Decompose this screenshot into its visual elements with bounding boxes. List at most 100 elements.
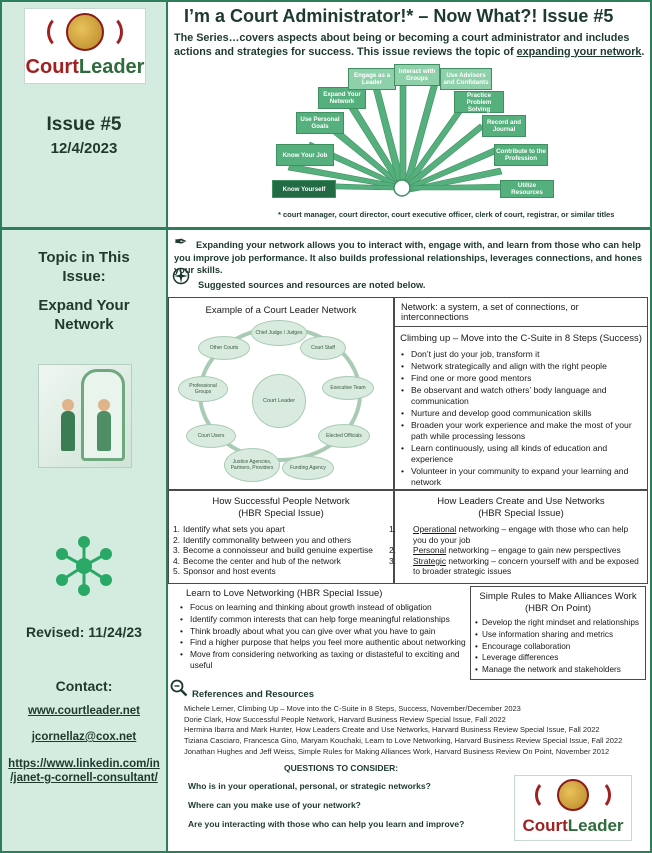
successful-title-1: How Successful People Network: [212, 496, 350, 507]
climbing-box: Network: a system, a set of connections,…: [394, 297, 648, 490]
intro-text: The Series…covers aspects about being or…: [174, 32, 630, 58]
list-item: 3.Strategic networking – concern yoursel…: [389, 555, 639, 577]
list-item: 4.Become the center and hub of the netwo…: [173, 555, 341, 566]
references-list: Michele Lerner, Climbing Up – Move into …: [184, 704, 652, 758]
network-node-funding: Funding Agency: [282, 456, 334, 480]
reference-item: Dorie Clark, How Successful People Netwo…: [184, 714, 506, 724]
reference-item: Jonathan Hughes and Jeff Weiss, Simple R…: [184, 746, 610, 756]
logo-arc-left: [47, 15, 77, 49]
alliances-list: Develop the right mindset and relationsh…: [471, 618, 645, 676]
compass-icon: [172, 267, 190, 285]
title-footnote: * court manager, court director, court e…: [278, 210, 615, 219]
successful-title-2: (HBR Special Issue): [238, 508, 324, 519]
list-item: Use information sharing and metrics: [475, 630, 641, 641]
climbing-list: Don’t just do your job, transform it Net…: [395, 349, 647, 488]
reference-item: Hermina Ibarra and Mark Hunter, How Lead…: [184, 725, 600, 735]
reference-item: Tiziana Casciaro, Francesca Gino, Maryam…: [184, 736, 623, 746]
list-item: Leverage differences: [475, 653, 641, 664]
logo-text: CourtLeader: [515, 816, 631, 836]
hub-advisors: Use Advisors and Confidants: [440, 68, 492, 90]
list-item: Think broadly about what you can give ov…: [180, 626, 466, 637]
list-item: Volunteer in your community to expand yo…: [401, 466, 641, 488]
hub-personal-goals: Use Personal Goals: [296, 112, 344, 134]
pen-icon: ✒: [174, 234, 188, 251]
sidebar-top: CourtLeader Issue #5 12/4/2023: [2, 2, 166, 230]
network-node-elected: Elected Officials: [318, 424, 370, 448]
linkedin-link-line-2[interactable]: /janet-g-cornell-consultant/: [10, 772, 158, 784]
questions-heading: QUESTIONS TO CONSIDER:: [284, 763, 399, 773]
list-item: Broaden your work experience and make th…: [401, 420, 641, 442]
logo-text-court: Court: [25, 56, 79, 78]
question-item: Who is in your operational, personal, or…: [188, 781, 431, 791]
logo-arc-right: [585, 780, 611, 810]
love-title: Learn to Love Networking (HBR Special Is…: [186, 588, 383, 599]
list-item: 5.Sponsor and host events: [173, 566, 276, 577]
gavel-logo-icon: [557, 779, 589, 811]
logo-text-leader: Leader: [78, 56, 145, 78]
hub-know-your-job: Know Your Job: [276, 144, 334, 166]
network-node-professional: Professional Groups: [178, 376, 228, 402]
love-list: Focus on learning and thinking about gro…: [170, 602, 466, 671]
reflection-figure: [97, 399, 111, 451]
topic-heading-line-1: Topic in This: [38, 249, 130, 266]
topic-heading-line-2: Issue:: [62, 268, 106, 285]
network-node-center: Court Leader: [252, 374, 306, 428]
hub-record-journal: Record and Journal: [482, 115, 526, 137]
list-item: Find one or more good mentors: [401, 373, 641, 384]
list-item: Move from considering networking as taxi…: [180, 649, 466, 671]
hub-know-yourself: Know Yourself: [272, 180, 336, 198]
logo-arc-right: [93, 15, 123, 49]
network-node-other-courts: Other Courts: [198, 336, 250, 360]
climbing-title: Climbing up – Move into the C-Suite in 8…: [400, 333, 642, 344]
list-item: Don’t just do your job, transform it: [401, 349, 641, 360]
hub-utilize-resources: Utilize Resources: [500, 180, 554, 198]
leaders-list: 1.Operational networking – engage with t…: [389, 524, 647, 577]
question-item: Where can you make use of your network?: [188, 800, 361, 810]
list-item: Find a higher purpose that helps you fee…: [180, 637, 466, 648]
topic-heading: Topic in This Issue:: [2, 248, 166, 286]
list-item: Focus on learning and thinking about gro…: [180, 602, 466, 613]
hub-problem-solving: Practice Problem Solving: [454, 91, 504, 113]
topic-name: Expand Your Network: [2, 296, 166, 334]
logo-text: CourtLeader: [25, 56, 145, 79]
issue-number: Issue #5: [46, 114, 122, 135]
topic-name-line-1: Expand Your: [38, 297, 130, 314]
logo-arc-left: [535, 780, 561, 810]
list-item: Encourage collaboration: [475, 642, 641, 653]
list-item: 1.Identify what sets you apart: [173, 524, 285, 534]
suggested-sources-note: Suggested sources and resources are note…: [198, 280, 426, 290]
ribbon-center-icon: [393, 179, 411, 197]
network-icon: [56, 536, 112, 596]
network-node-justice: Justice Agencies, Partners, Providers: [224, 448, 280, 482]
successful-list: 1.Identify what sets you apart 2.Identif…: [169, 524, 393, 577]
list-item: 1.Operational networking – engage with t…: [389, 524, 629, 545]
network-node-staff: Court Staff: [300, 336, 346, 360]
hub-interact-groups: Interact with Groups: [394, 64, 440, 86]
contact-heading: Contact:: [55, 678, 113, 694]
references-title: References and Resources: [192, 689, 314, 700]
leaders-title-2: (HBR Special Issue): [478, 508, 564, 519]
courtleader-logo-bottom: CourtLeader: [514, 775, 632, 841]
reference-item: Michele Lerner, Climbing Up – Move into …: [184, 704, 521, 713]
hub-contribute: Contribute to the Profession: [494, 144, 548, 166]
person-figure: [61, 399, 75, 451]
hub-engage-leader: Engage as a Leader: [348, 68, 396, 90]
website-link[interactable]: www.courtleader.net: [27, 705, 141, 717]
alliances-title-2: (HBR On Point): [525, 603, 591, 614]
leaders-network-box: How Leaders Create and Use Networks (HBR…: [389, 490, 648, 584]
list-item: Learn continuously, using all kinds of e…: [401, 443, 641, 465]
example-network-title: Example of a Court Leader Network: [205, 305, 357, 316]
courtleader-logo: CourtLeader: [24, 8, 146, 84]
intro-topic-link: expanding your network: [516, 45, 642, 58]
list-item: Be observant and watch others’ body lang…: [401, 385, 641, 407]
intro-paragraph: The Series…covers aspects about being or…: [174, 32, 648, 59]
alliances-title-1: Simple Rules to Make Alliances Work: [479, 591, 637, 602]
linkedin-link-line-1[interactable]: https://www.linkedin.com/in: [8, 758, 160, 770]
list-item: 3.Become a connoisseur and build genuine…: [173, 545, 373, 556]
hub-diagram-arrows: [285, 75, 505, 197]
alliances-box: Simple Rules to Make Alliances Work (HBR…: [470, 586, 646, 680]
mirror-illustration: [38, 364, 132, 468]
network-node-executive: Executive Team: [322, 376, 374, 400]
list-item: Develop the right mindset and relationsh…: [475, 618, 641, 629]
email-link[interactable]: jcornellaz@cox.net: [31, 731, 137, 743]
